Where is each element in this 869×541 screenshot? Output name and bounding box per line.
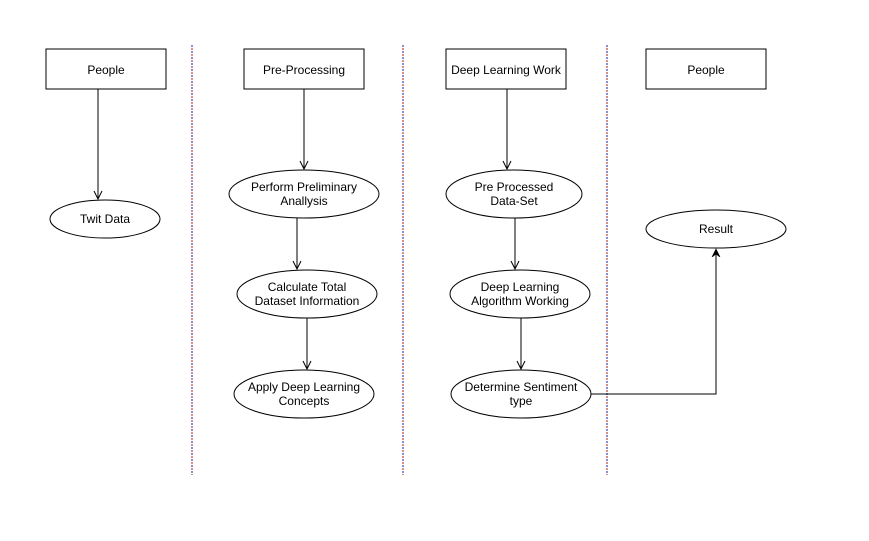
node-label-line-2: Anallysis bbox=[280, 194, 327, 208]
lane-header-label: Pre-Processing bbox=[263, 63, 345, 77]
lane-header-people-left: People bbox=[45, 48, 167, 90]
node-label-line-1: Perform Preliminary bbox=[251, 180, 357, 194]
node-label-line-2: Concepts bbox=[279, 394, 330, 408]
lane-dividers bbox=[191, 45, 608, 475]
lane-header-deep-learning-work: Deep Learning Work bbox=[445, 48, 567, 90]
node-label-line-2: Dataset Information bbox=[255, 294, 360, 308]
node-label-line-1: Calculate Total bbox=[268, 280, 347, 294]
node-result: Result bbox=[645, 209, 787, 249]
node-label: Result bbox=[699, 222, 734, 236]
lane-header-people-right: People bbox=[645, 48, 767, 90]
node-pre-processed-data-set: Pre Processed Data-Set bbox=[445, 169, 583, 219]
node-label-line-1: Determine Sentiment bbox=[465, 380, 578, 394]
connectors bbox=[98, 89, 716, 395]
lane-header-pre-processing: Pre-Processing bbox=[243, 48, 365, 90]
node-calculate-total-dataset-information: Calculate Total Dataset Information bbox=[236, 269, 378, 319]
node-perform-preliminary-analysis: Perform Preliminary Anallysis bbox=[228, 169, 380, 219]
node-label-line-2: Data-Set bbox=[490, 194, 538, 208]
lane-header-label: People bbox=[687, 63, 725, 77]
node-twit-data: Twit Data bbox=[49, 199, 161, 239]
node-label-line-2: type bbox=[510, 394, 533, 408]
node-label-line-1: Pre Processed bbox=[475, 180, 554, 194]
arrow-sentiment-to-result bbox=[591, 249, 716, 395]
node-deep-learning-algorithm-working: Deep Learning Algorithm Working bbox=[449, 269, 591, 319]
lane-header-label: People bbox=[87, 63, 125, 77]
node-label-line-2: Algorithm Working bbox=[471, 294, 569, 308]
node-label-line-1: Apply Deep Learning bbox=[248, 380, 360, 394]
lane-header-label: Deep Learning Work bbox=[451, 63, 562, 77]
node-label-line-1: Deep Learning bbox=[481, 280, 560, 294]
node-label: Twit Data bbox=[80, 212, 130, 226]
node-determine-sentiment-type: Determine Sentiment type bbox=[450, 369, 592, 419]
node-apply-deep-learning-concepts: Apply Deep Learning Concepts bbox=[233, 369, 375, 419]
